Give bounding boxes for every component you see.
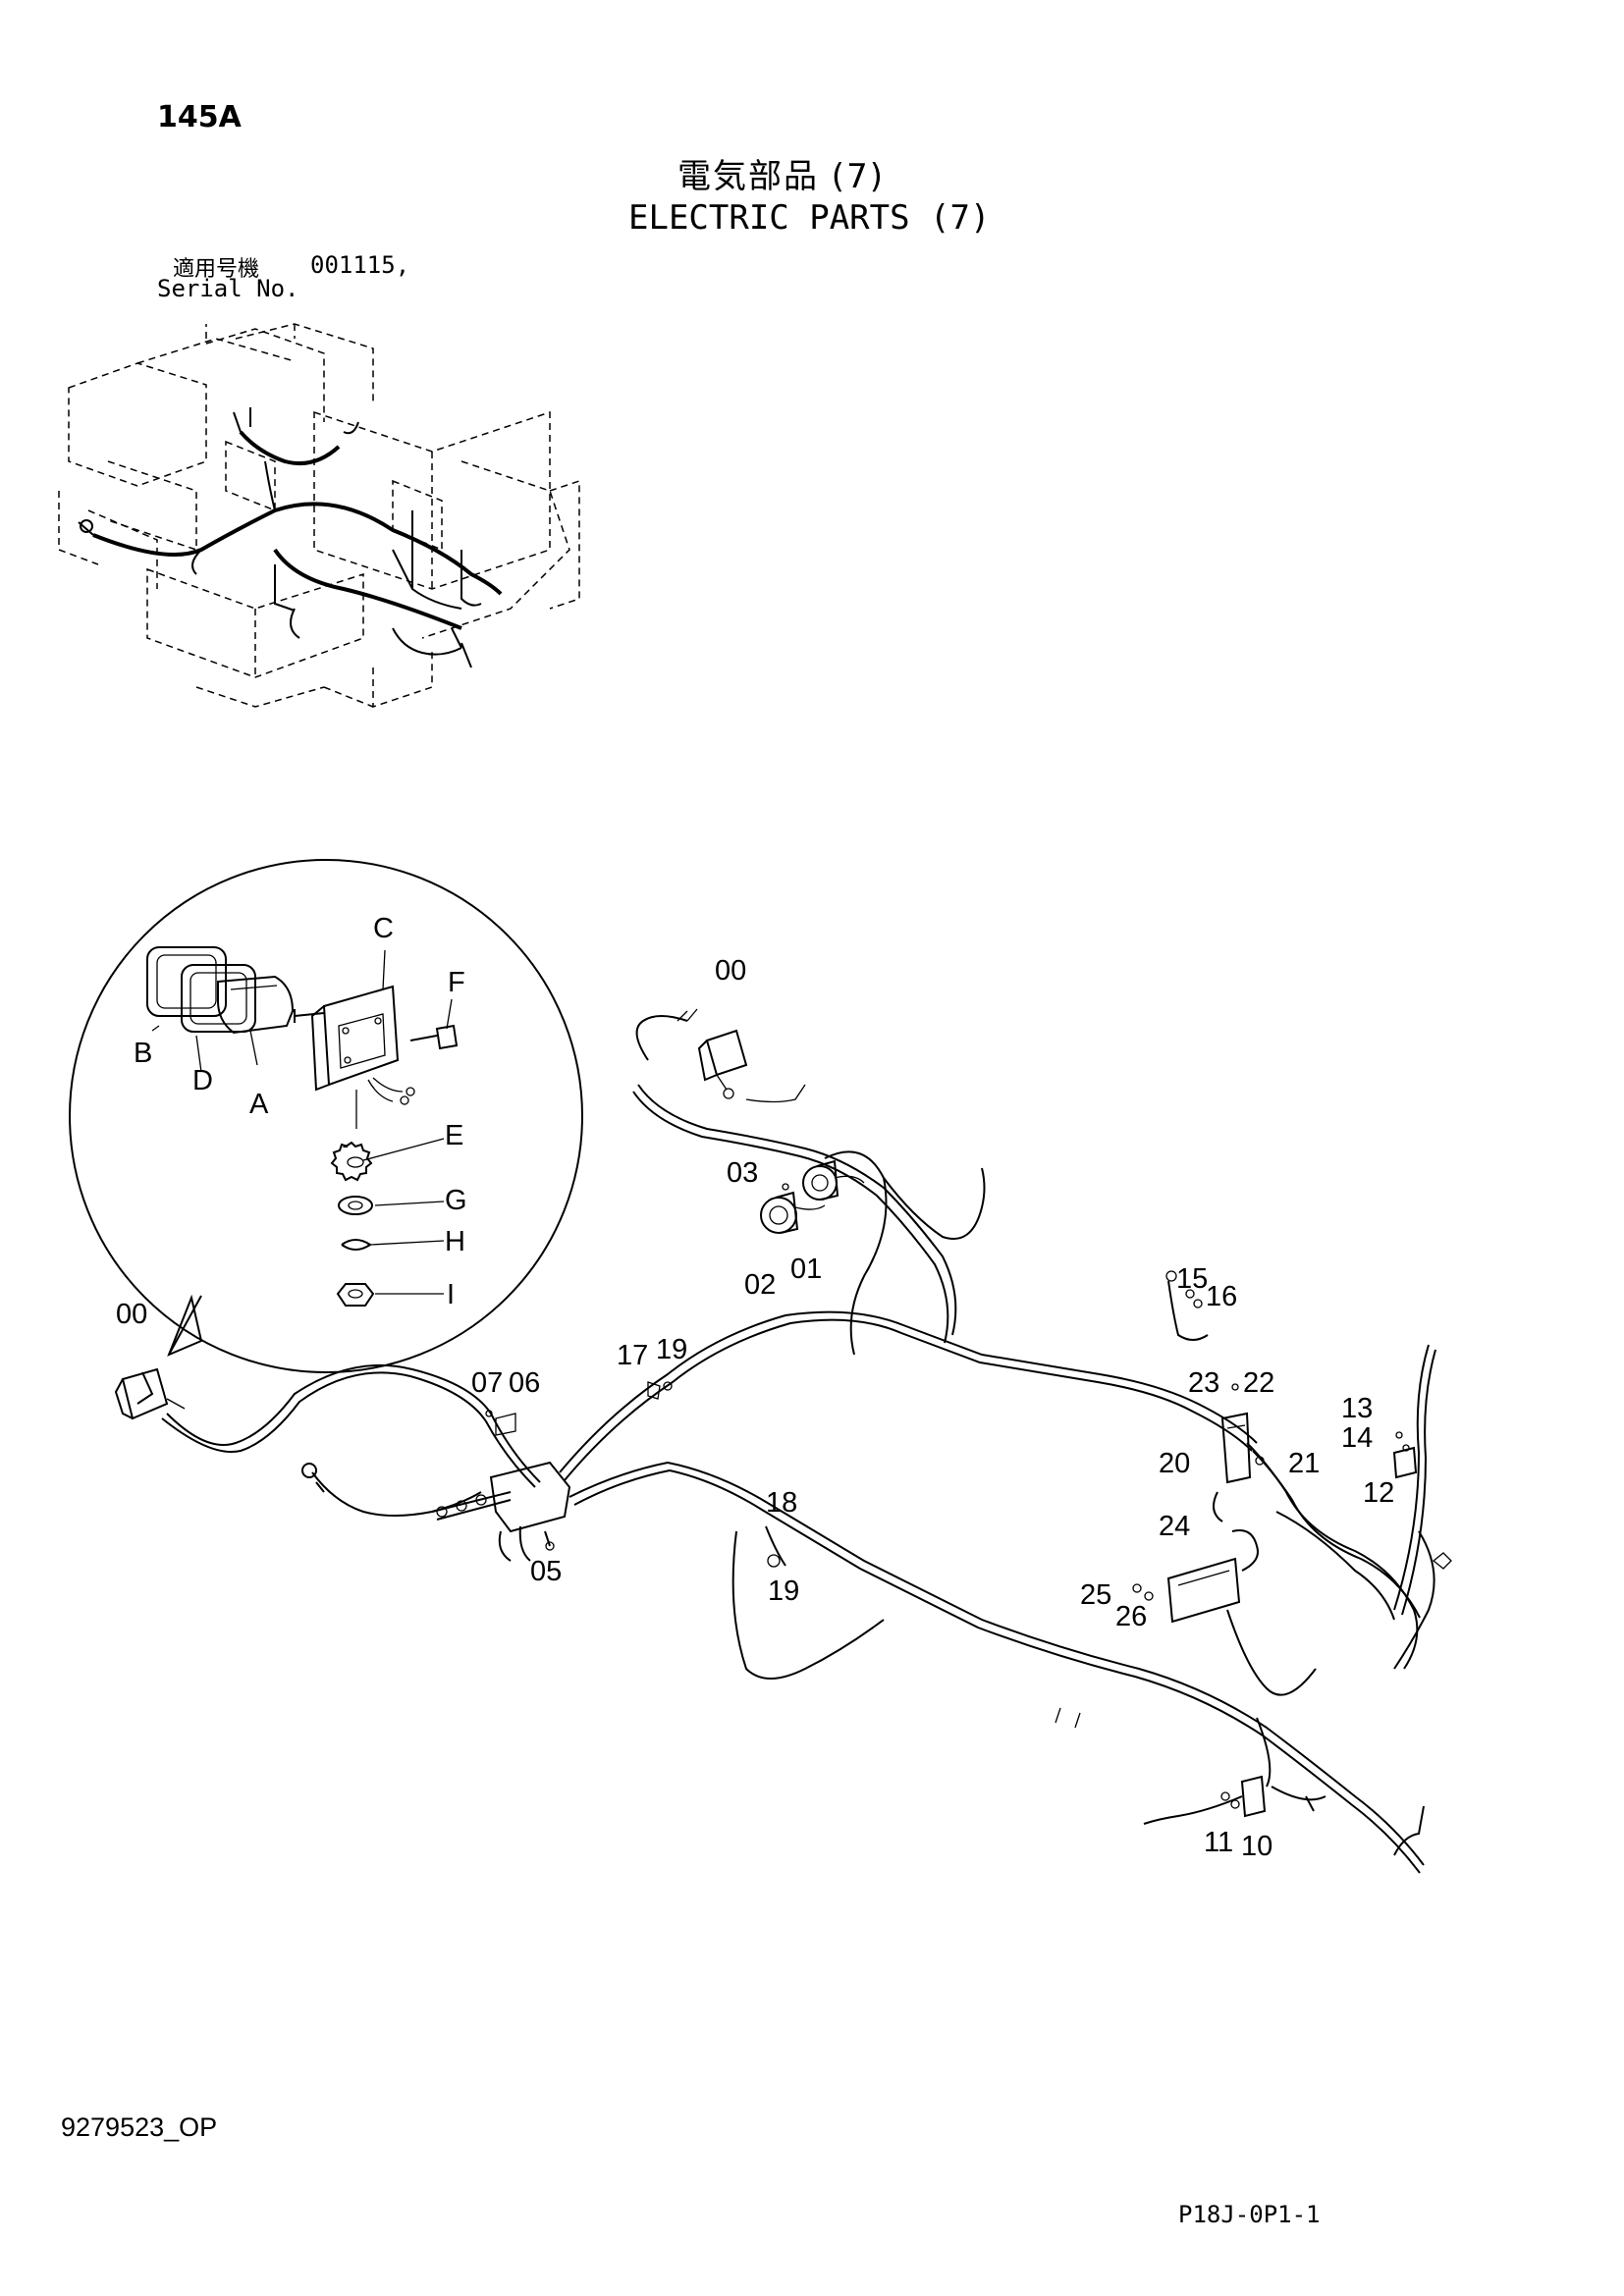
callout-label: F [448,967,465,998]
serial-value: 001115, [310,251,410,279]
callout-label: 00 [116,1299,147,1330]
callout-label: 17 [617,1340,648,1371]
page-title-japanese: 電気部品 (7) [677,157,885,196]
callout-label: 24 [1159,1511,1190,1542]
callout-label: 05 [530,1556,562,1587]
callout-label: D [192,1065,213,1096]
callout-label: E [445,1120,463,1151]
callout-label: 02 [744,1269,776,1301]
callout-label: 14 [1341,1422,1373,1454]
callout-label: 10 [1241,1831,1272,1862]
callout-label: 21 [1288,1448,1320,1479]
callout-label: 16 [1206,1281,1237,1312]
callout-label: 19 [656,1334,687,1365]
page-title-english: ELECTRIC PARTS (7) [628,198,991,238]
page-reference: P18J-0P1-1 [1178,2201,1321,2228]
page-code: 145A [157,100,242,134]
machine-overview-illustration [58,323,580,709]
callout-label: 19 [768,1575,799,1607]
document-number: 9279523_OP [61,2112,218,2142]
serial-label-japanese: 適用号機 [173,257,260,282]
serial-label-english: Serial No. [157,275,299,302]
callout-label: I [447,1279,455,1310]
callout-label: 18 [766,1487,797,1519]
detail-circle [69,859,583,1373]
callout-label: 06 [509,1367,540,1399]
callout-label: C [373,913,394,944]
callout-label: 13 [1341,1393,1373,1424]
callout-label: 26 [1115,1601,1147,1632]
callout-label: 12 [1363,1477,1394,1509]
callout-label: 22 [1243,1367,1274,1399]
detail-leader-arrow [167,1294,203,1357]
callout-label: 07 [471,1367,503,1399]
callout-label: A [249,1089,269,1120]
callout-label: 23 [1188,1367,1219,1399]
callout-label: 00 [715,955,746,987]
callout-label: 11 [1204,1827,1233,1858]
callout-label: 20 [1159,1448,1190,1479]
callout-label: 25 [1080,1579,1111,1611]
callout-label: 03 [727,1157,758,1189]
callout-label: 15 [1176,1263,1208,1295]
callout-label: B [134,1038,152,1069]
wiring-harness [114,1008,1452,1874]
callout-labels: C F B D A E G H I 00 00 03 01 02 15 16 1… [116,913,1394,1862]
callout-label: H [445,1226,465,1257]
callout-label: 01 [790,1254,822,1285]
lamp-detail-view [69,859,583,1373]
callout-label: G [445,1185,467,1216]
